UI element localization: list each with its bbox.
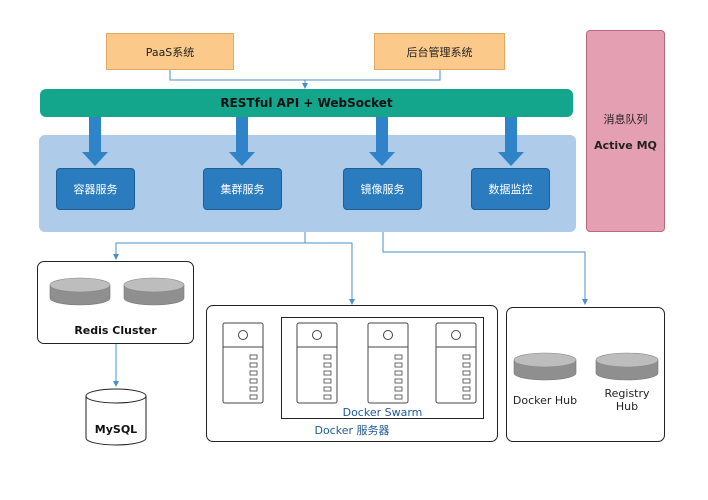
server-tower-3 — [367, 322, 409, 404]
monitor-service-label: 数据监控 — [488, 183, 533, 196]
image-service-label: 镜像服务 — [360, 183, 405, 196]
redis-cluster-label: Redis Cluster — [37, 322, 194, 338]
docker-swarm-text: Docker Swarm — [342, 406, 423, 419]
mysql-text: MySQL — [94, 422, 138, 436]
arrow-to-container-service — [82, 117, 108, 166]
docker-hub-disk — [513, 352, 577, 381]
redis-disk-2 — [123, 277, 185, 306]
admin-system-label: 后台管理系统 — [406, 45, 473, 59]
cluster-service-label: 集群服务 — [220, 183, 265, 196]
panel-to-redis-connector — [113, 232, 306, 260]
server-tower-2 — [296, 322, 338, 404]
registry-hub-text-line2: Hub — [615, 400, 639, 413]
panel-to-docker-connector — [305, 242, 355, 305]
top-connector — [169, 70, 441, 89]
registry-hub-text-line1: Registry — [604, 387, 650, 400]
message-queue-box: 消息队列 Active MQ — [586, 30, 665, 232]
image-service-box: 镜像服务 — [343, 168, 422, 210]
container-service-label: 容器服务 — [73, 183, 118, 196]
redis-cluster-text: Redis Cluster — [74, 323, 157, 337]
message-queue-title: 消息队列 — [603, 112, 648, 126]
docker-hub-text: Docker Hub — [512, 393, 578, 407]
server-tower-4 — [435, 322, 477, 404]
mysql-label: MySQL — [86, 421, 146, 437]
docker-hub-label: Docker Hub — [510, 393, 580, 407]
docker-server-label: Docker 服务器 — [206, 422, 498, 438]
docker-swarm-label: Docker Swarm — [281, 406, 484, 419]
docker-server-text: Docker 服务器 — [314, 424, 390, 437]
monitor-service-box: 数据监控 — [471, 168, 550, 210]
api-bar-label: RESTful API + WebSocket — [220, 96, 393, 110]
api-bar: RESTful API + WebSocket — [40, 89, 573, 117]
server-tower-1 — [222, 322, 264, 404]
arrow-to-image-service — [369, 117, 395, 166]
paas-system-box: PaaS系统 — [106, 33, 234, 70]
container-service-box: 容器服务 — [56, 168, 135, 210]
registry-hub-label: Registry Hub — [592, 386, 662, 414]
cluster-service-box: 集群服务 — [203, 168, 282, 210]
registry-hub-disk — [595, 352, 659, 381]
arrow-to-cluster-service — [229, 117, 255, 166]
message-queue-name: Active MQ — [594, 138, 657, 152]
admin-system-box: 后台管理系统 — [374, 33, 505, 70]
arrow-to-monitor-service — [498, 117, 524, 166]
paas-system-label: PaaS系统 — [145, 45, 195, 59]
redis-disk-1 — [49, 277, 111, 306]
